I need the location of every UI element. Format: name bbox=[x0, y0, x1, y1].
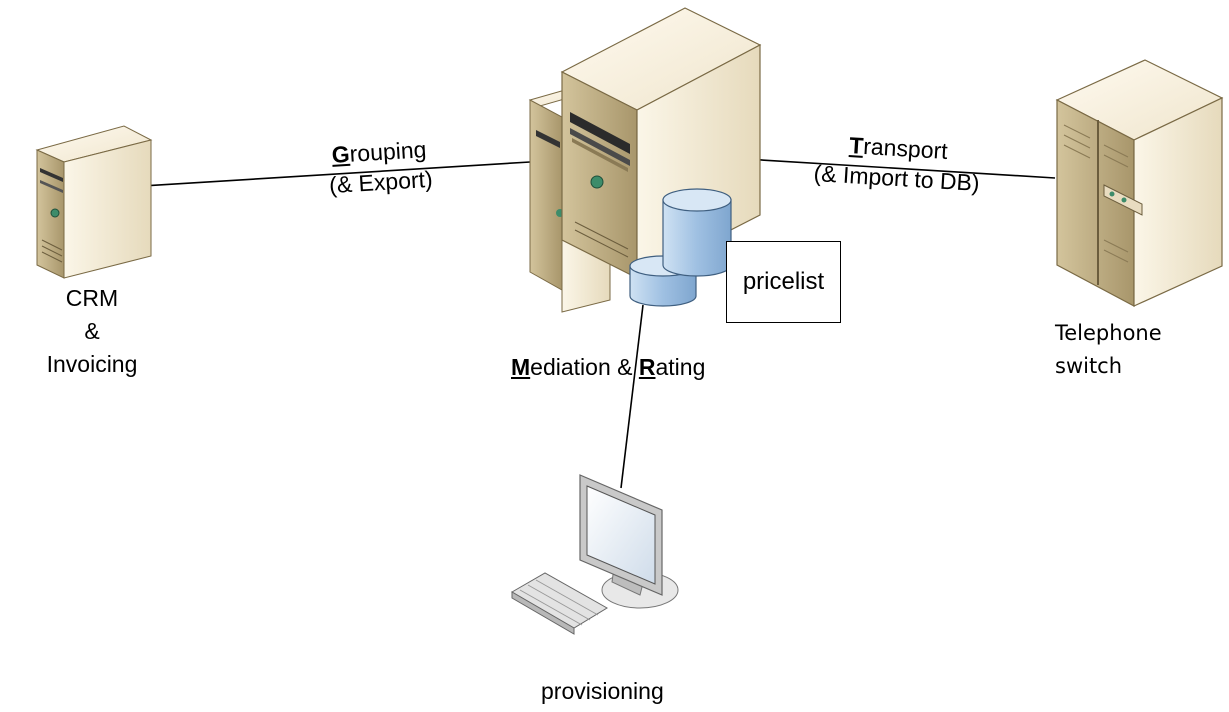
crm-server-icon bbox=[35, 125, 153, 279]
pricelist-label: pricelist bbox=[742, 268, 825, 295]
provisioning-label: provisioning bbox=[541, 678, 664, 704]
telephone-switch-icon bbox=[1055, 59, 1224, 307]
grouping-arrow bbox=[92, 161, 531, 197]
telephone-switch-label: Telephone switch bbox=[1055, 321, 1162, 378]
crm-label: CRM & Invoicing bbox=[46, 285, 138, 377]
monitor-icon bbox=[579, 474, 679, 609]
pricelist-box: pricelist bbox=[726, 241, 841, 323]
keyboard-icon bbox=[511, 572, 608, 635]
database-icon bbox=[629, 188, 732, 307]
provisioning-link bbox=[620, 304, 644, 489]
grouping-label: Grouping (& Export) bbox=[328, 136, 434, 199]
mediation-rating-label: Mediation & Rating bbox=[511, 354, 706, 380]
